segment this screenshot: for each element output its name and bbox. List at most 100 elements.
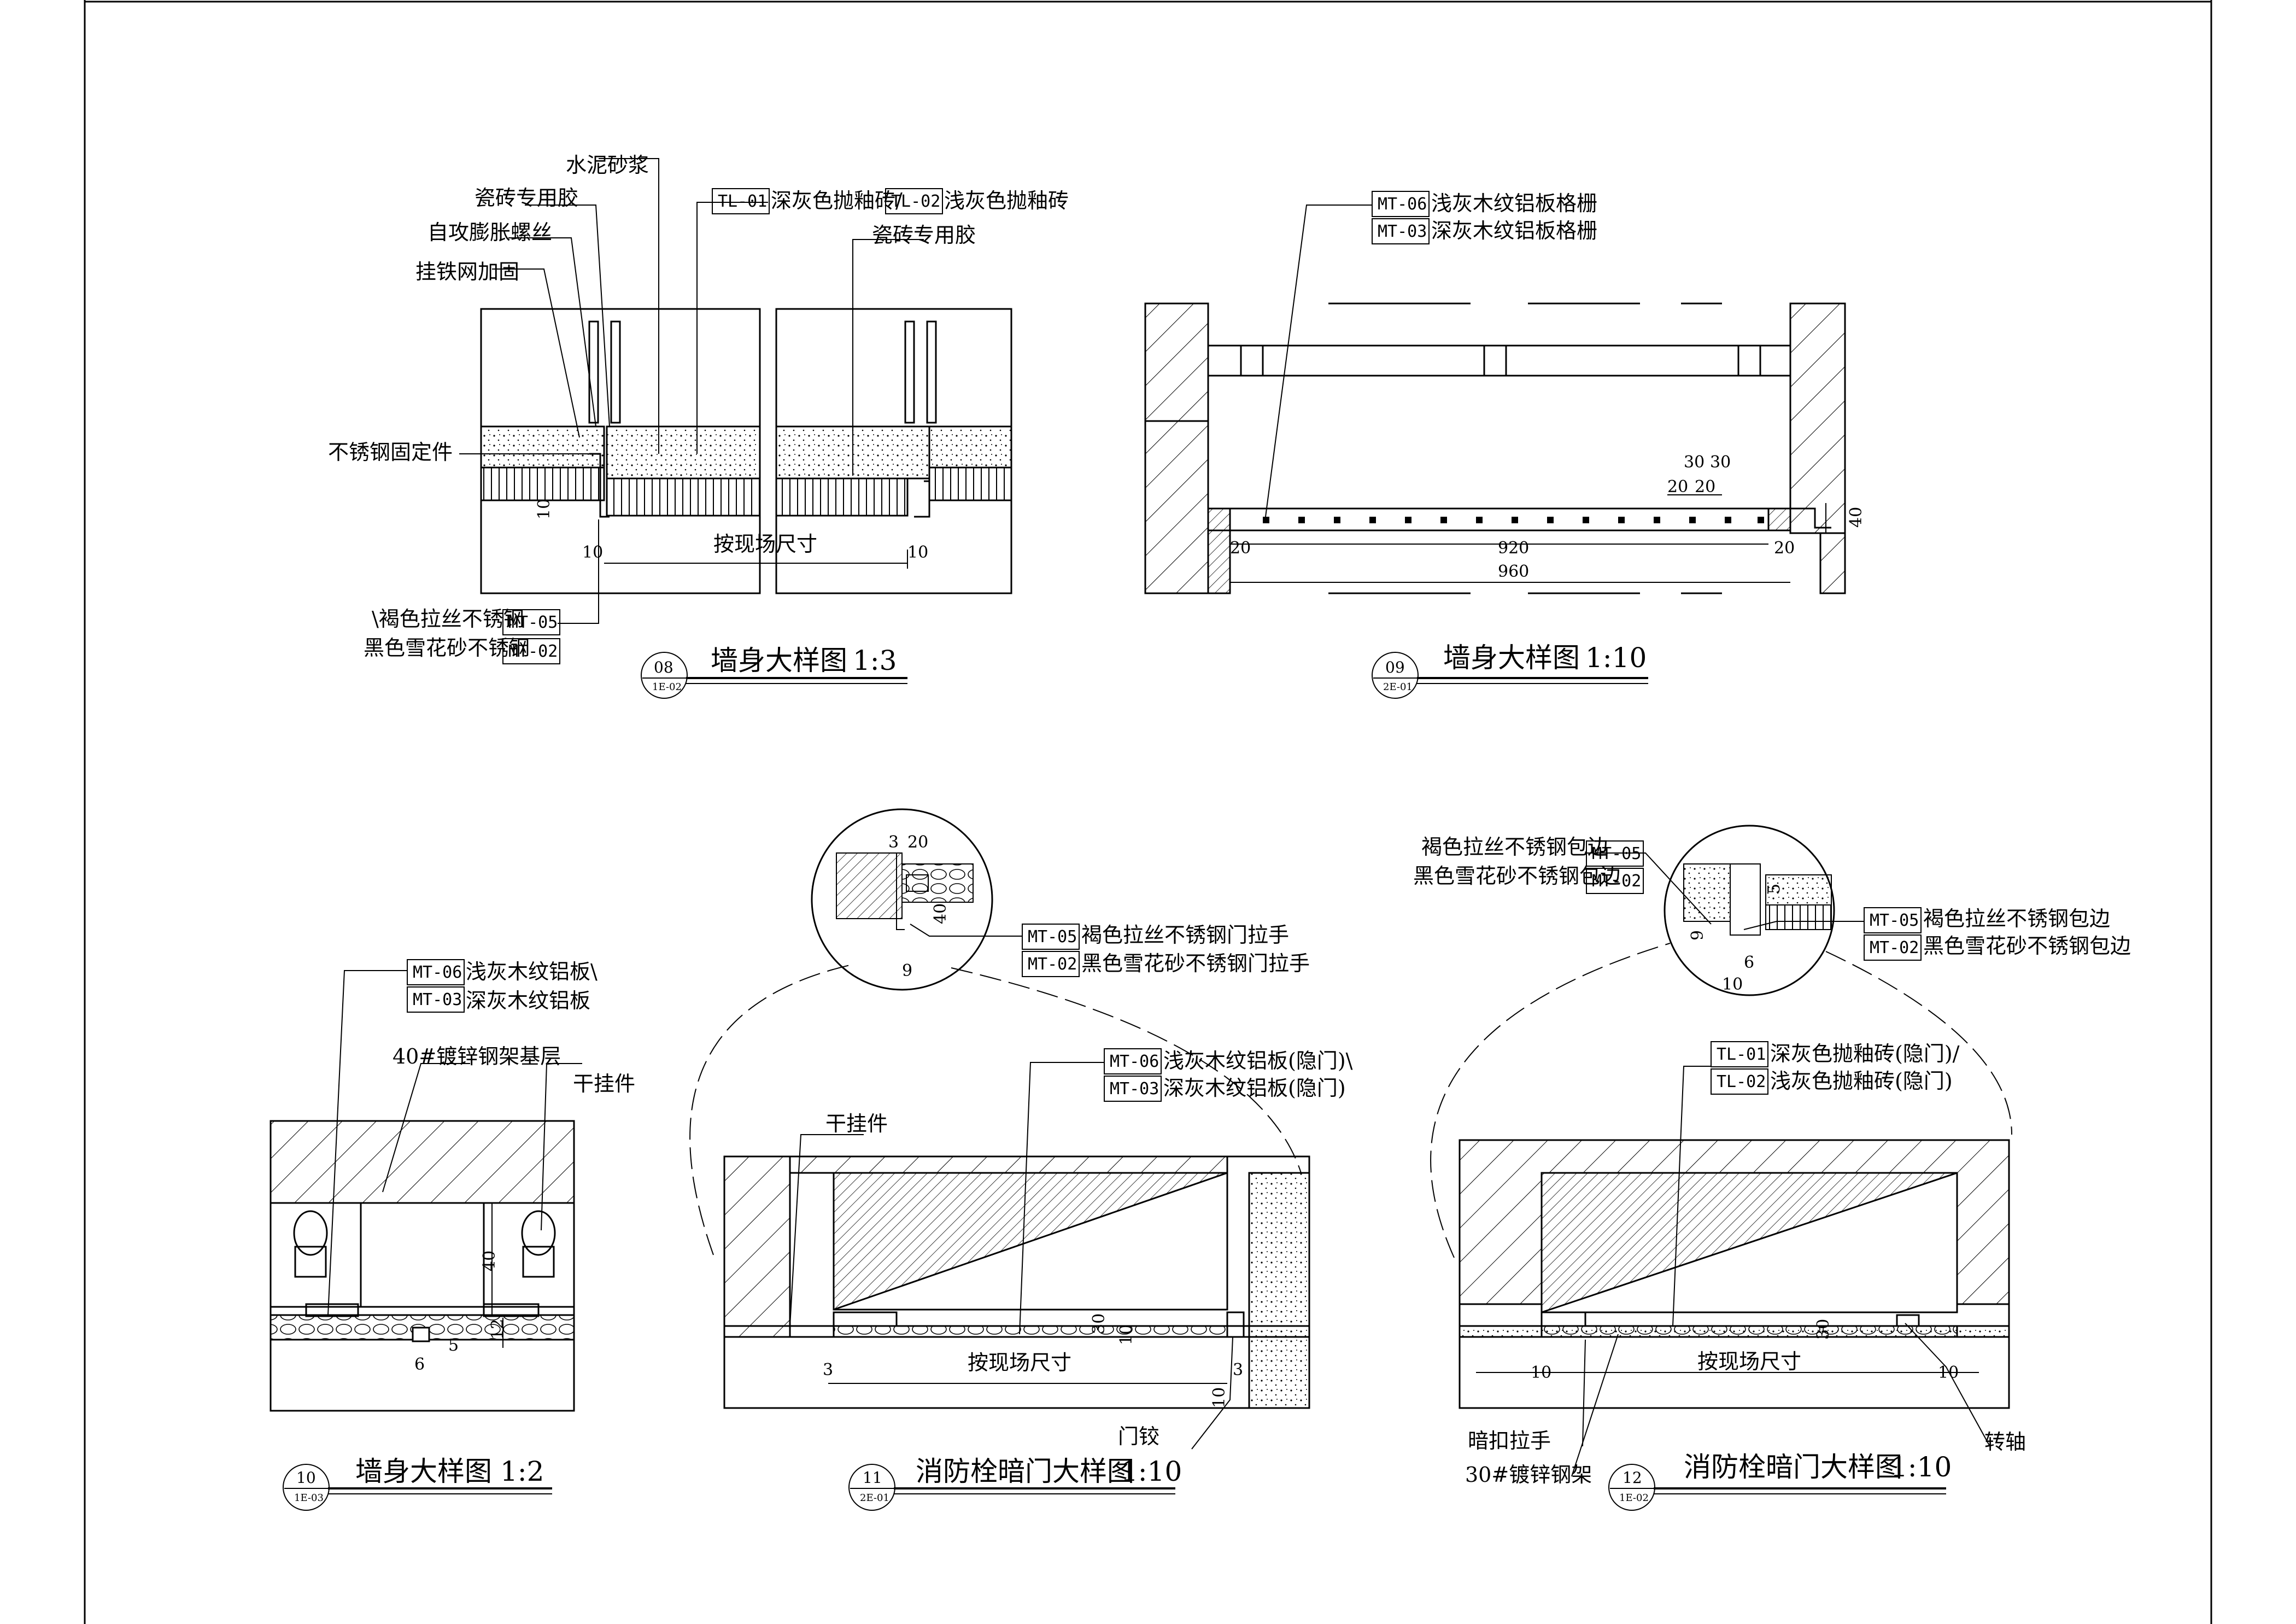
dim-920: 920 [1498,539,1529,558]
detail-11: MT-05 褐色拉丝不锈钢门拉手 MT-02 黑色雪花砂不锈钢门拉手 MT-06… [689,808,1353,1511]
sheet-frame [84,0,2212,1624]
detail-08-scale: 1:3 [853,645,897,676]
note-steel-fixing: 不锈钢固定件 [328,440,453,464]
detail-12: 褐色拉丝不锈钢包边 MT-05 黑色雪花砂不锈钢包边 MT-02 MT-05 褐… [1413,825,2131,1511]
detail-09-ref: 2E-01 [1383,681,1413,693]
detail-12-inset [1430,825,2012,1258]
note-tile-adhesive: 瓷砖专用胶 [475,186,578,210]
detail-08: 水泥砂浆 瓷砖专用胶 自攻膨胀螺丝 挂铁网加固 不锈钢固定件 瓷砖专用胶 TL-… [328,153,1069,699]
dim-inset-3: 3 [888,833,899,852]
note-pivot: 转轴 [1984,1430,2026,1454]
material-tl-01: 深灰色抛釉砖(隐门)/ [1770,1042,1960,1066]
tag-mt-03: MT-03 [1110,1079,1159,1099]
tag-mt-02-right: MT-02 [1870,938,1919,957]
dim-20-left: 20 [1230,539,1251,558]
material-tl-01: 深灰色抛釉砖/ [771,189,903,213]
detail-08-title: 墙身大样图 [711,645,847,676]
tag-tl-01: TL-01 [1717,1045,1766,1064]
dim-site-size: 按现场尺寸 [968,1351,1071,1375]
dim-3-right: 3 [1233,1360,1243,1380]
dim-10-left: 10 [582,543,603,562]
dim-10-right: 10 [907,543,928,562]
detail-12-title: 消防栓暗门大样图 [1684,1451,1902,1483]
dim-30: 30 [1090,1313,1109,1334]
detail-08-linework [480,308,1012,594]
detail-10-number: 10 [296,1469,316,1487]
material-mt-06: 浅灰木纹铝板格栅 [1431,191,1597,215]
tag-mt-03: MT-03 [413,990,462,1009]
material-mt-05-top: 褐色拉丝不锈钢包边 [1421,835,1608,859]
dim-inset-40: 40 [931,903,950,924]
material-tl-02: 浅灰色抛釉砖(隐门) [1770,1069,1953,1093]
material-mt-03: 深灰木纹铝板 [466,989,590,1013]
detail-11-inset [689,808,1302,1255]
material-mt-05-right: 褐色拉丝不锈钢包边 [1923,907,2110,931]
dim-inset-6: 6 [1744,953,1754,972]
material-mt-02: 黑色雪花砂不锈钢 [364,636,530,660]
dim-5: 5 [448,1336,459,1355]
dim-inset-10: 10 [1722,975,1743,994]
dim-10-right: 10 [1210,1387,1229,1408]
detail-09-number: 09 [1385,658,1405,676]
detail-12-ref: 1E-02 [1619,1492,1649,1504]
tag-mt-05: MT-05 [508,613,558,632]
tag-mt-02: MT-02 [1028,955,1077,974]
dim-10-left: 10 [1531,1363,1551,1382]
tag-tl-02: TL-02 [891,192,940,211]
material-mt-05: 褐色拉丝不锈钢门拉手 [1081,923,1289,947]
detail-12-scale: 1:10 [1890,1451,1952,1483]
detail-12-number: 12 [1623,1469,1642,1487]
detail-12-leaders [1571,852,1990,1477]
tag-mt-06: MT-06 [413,963,462,982]
tag-mt-05-top: MT-05 [1592,844,1641,863]
detail-10-title: 墙身大样图 [355,1456,492,1487]
dim-inset-9: 9 [902,961,912,980]
dim-10: 10 [1117,1324,1136,1345]
dim-20-a: 20 [1667,477,1688,496]
dim-inset-20: 20 [907,833,928,852]
dim-30-a: 30 [1684,453,1705,472]
detail-10-ref: 1E-03 [294,1492,324,1504]
tag-tl-01: TL-01 [718,192,767,211]
material-mt-02-right: 黑色雪花砂不锈钢包边 [1923,934,2131,958]
detail-10-leaders [327,970,582,1316]
detail-11-leaders [789,924,1233,1450]
detail-10-linework [270,1120,575,1412]
material-mt-03: 深灰木纹铝板格栅 [1431,219,1597,243]
dim-6: 6 [414,1355,425,1374]
detail-08-number: 08 [654,658,673,676]
note-tile-adhesive-right: 瓷砖专用胶 [872,223,976,247]
tag-mt-06: MT-06 [1110,1052,1159,1071]
material-mt-02: 黑色雪花砂不锈钢门拉手 [1081,951,1310,975]
dim-site-size: 按现场尺寸 [713,532,817,556]
dim-12: 12 [488,1319,507,1340]
detail-09: MT-06 浅灰木纹铝板格栅 MT-03 深灰木纹铝板格栅 30 30 20 2… [1144,191,1866,699]
detail-09-dimlines [1230,205,1826,583]
material-mt-06: 浅灰木纹铝板\ [466,960,598,984]
dim-40: 40 [480,1251,499,1271]
note-expansion-screw: 自攻膨胀螺丝 [427,220,552,244]
dim-10-right: 10 [1938,1363,1959,1382]
tag-mt-03: MT-03 [1378,222,1427,241]
dim-site-size: 按现场尺寸 [1697,1350,1801,1374]
detail-10: MT-06 浅灰木纹铝板\ MT-03 深灰木纹铝板 40#镀锌钢架基层 干挂件… [270,959,635,1511]
detail-11-linework [723,1155,1310,1409]
detail-11-number: 11 [863,1469,882,1487]
note-galvanized-frame: 30#镀锌钢架 [1465,1463,1592,1487]
note-dry-hanger: 干挂件 [573,1072,635,1096]
note-mesh: 挂铁网加固 [415,260,519,284]
detail-11-title: 消防栓暗门大样图 [916,1456,1134,1487]
detail-09-linework [1144,302,1846,594]
note-concealed-handle: 暗扣拉手 [1468,1429,1551,1453]
note-cement-mortar: 水泥砂浆 [566,153,649,177]
dim-3-left: 3 [823,1360,833,1380]
detail-09-scale: 1:10 [1585,642,1647,674]
material-mt-03: 深灰木纹铝板(隐门) [1163,1076,1346,1100]
tag-mt-06: MT-06 [1378,195,1427,214]
dim-30-b: 30 [1710,453,1731,472]
note-galvanized-frame: 40#镀锌钢架基层 [393,1044,561,1068]
detail-08-ref: 1E-02 [652,681,682,693]
material-mt-06: 浅灰木纹铝板(隐门)\ [1163,1049,1353,1073]
dim-inset-5: 5 [1765,884,1784,894]
